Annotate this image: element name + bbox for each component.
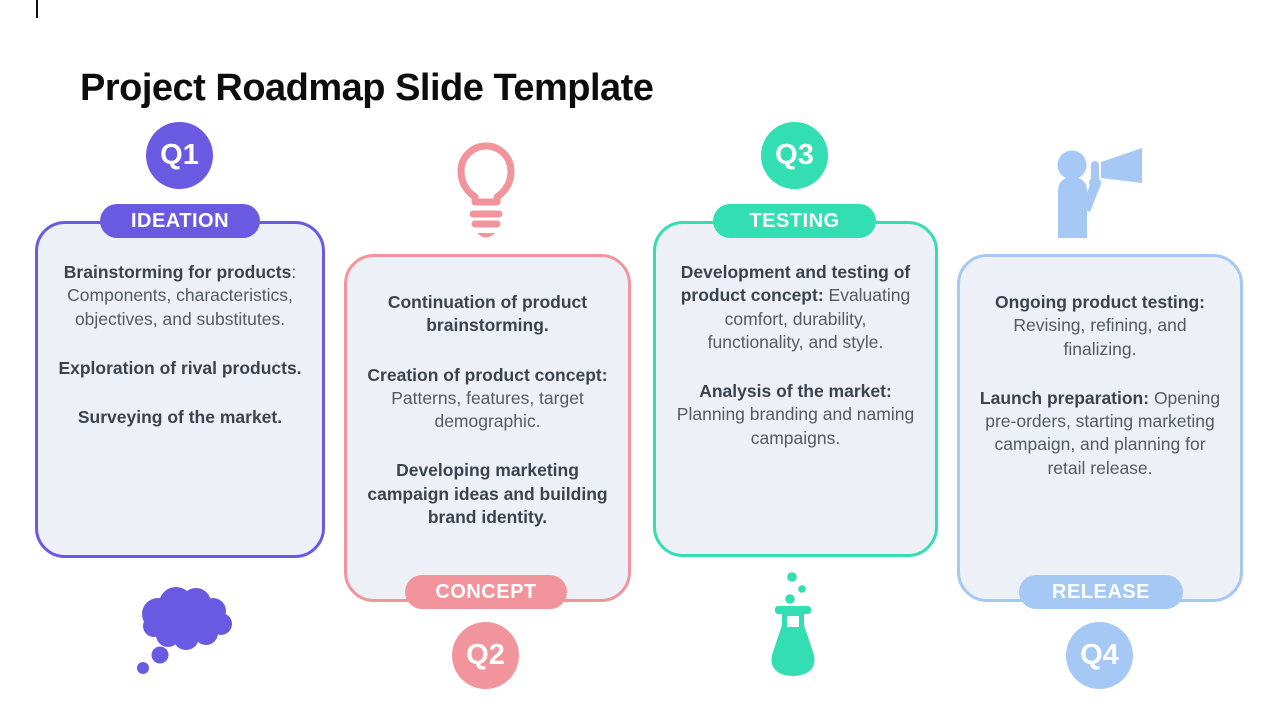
card-paragraph: Analysis of the market: Planning brandin… — [676, 381, 915, 448]
card-paragraph: Brainstorming for products: Components, … — [63, 262, 297, 329]
card-q3-text: Development and testing of product conce… — [656, 224, 935, 450]
card-q3: Development and testing of product conce… — [653, 221, 938, 557]
flask-icon — [771, 572, 815, 676]
card-q4-text: Ongoing product testing: Revising, refin… — [960, 257, 1240, 480]
card-q1-text: Brainstorming for products: Components, … — [38, 224, 322, 429]
card-paragraph: Continuation of product brainstorming. — [387, 292, 588, 336]
thought-cloud-icon — [137, 587, 232, 674]
card-paragraph: Exploration of rival products. — [58, 357, 302, 378]
card-paragraph: Creation of product concept: Patterns, f… — [367, 364, 608, 432]
card-paragraph: Developing marketing campaign ideas and … — [367, 460, 608, 527]
card-q2-text: Continuation of product brainstorming. Cr… — [347, 257, 628, 529]
badge-q3: Q3 — [761, 122, 828, 189]
card-paragraph: Surveying of the market. — [77, 407, 283, 428]
lightbulb-icon — [457, 142, 515, 238]
badge-q4: Q4 — [1066, 622, 1133, 689]
badge-q2: Q2 — [452, 622, 519, 689]
card-q2: Continuation of product brainstorming. Cr… — [344, 254, 631, 602]
card-paragraph: Development and testing of product conce… — [680, 262, 911, 352]
stage-pill-testing: TESTING — [713, 204, 876, 238]
card-paragraph: Launch preparation: Opening pre-orders, … — [979, 387, 1221, 478]
stage-pill-ideation: IDEATION — [100, 204, 260, 238]
badge-q1: Q1 — [146, 122, 213, 189]
card-q1: Brainstorming for products: Components, … — [35, 221, 325, 558]
slide-title: Project Roadmap Slide Template — [80, 67, 654, 110]
stage-pill-concept: CONCEPT — [405, 575, 567, 609]
card-q4: Ongoing product testing: Revising, refin… — [957, 254, 1243, 602]
stage-pill-release: RELEASE — [1019, 575, 1183, 609]
slide-edge-mark — [36, 0, 38, 18]
card-paragraph: Ongoing product testing: Revising, refin… — [995, 292, 1205, 359]
megaphone-person-icon — [1057, 148, 1142, 238]
